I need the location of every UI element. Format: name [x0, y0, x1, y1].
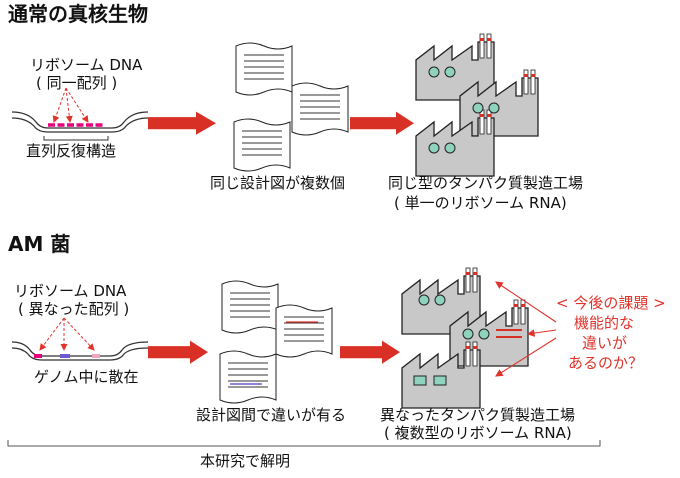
arrow-right-1: [148, 111, 216, 135]
rna-label-common: ( 単一のリボソーム RNA): [394, 194, 567, 212]
factory-label-am: 異なったタンパク質製造工場: [380, 406, 576, 424]
future-issue-heading: < 今後の課題 >: [556, 294, 666, 312]
question-line-1: 機能的な: [574, 314, 635, 332]
scattered-label: ゲノム中に散在: [34, 368, 139, 386]
different-sequence-label: ( 異なった配列 ): [18, 300, 130, 318]
factories-am: [401, 267, 529, 409]
question-line-2: 違いが: [582, 334, 628, 352]
blueprint-sheets-am: [219, 280, 333, 404]
study-bracket-label: 本研究で解明: [200, 452, 291, 470]
pointer-lines-am: [39, 317, 95, 351]
tandem-bracket: [43, 136, 109, 141]
identical-sequence-label: ( 同一配列 ): [36, 74, 118, 92]
blueprint-label-common: 同じ設計図が複数個: [210, 174, 346, 192]
arrow-right-3: [148, 340, 208, 364]
section-title-am: AM 菌: [8, 232, 71, 256]
ribosome-dna-label-am: リボソーム DNA: [14, 282, 127, 300]
blueprint-label-am: 設計図間で違いが有る: [196, 406, 347, 424]
blueprint-sheets-common: [233, 42, 349, 172]
question-arrows: [495, 281, 557, 377]
dna-strand-common: [11, 111, 149, 133]
arrow-right-4: [340, 340, 400, 364]
study-bracket: [7, 440, 601, 447]
question-line-3: あるのか？: [568, 354, 644, 372]
section-title-common: 通常の真核生物: [8, 2, 148, 26]
pointer-lines-common: [52, 87, 89, 123]
rna-label-am: ( 複数型のリボソーム RNA): [384, 424, 572, 442]
factories-common: [415, 33, 539, 177]
factory-label-common: 同じ型のタンパク質製造工場: [388, 174, 584, 192]
ribosome-dna-label-common: リボソーム DNA: [30, 56, 143, 74]
arrow-right-2: [350, 111, 414, 135]
dna-strand-am: [11, 341, 149, 361]
tandem-repeat-label: 直列反復構造: [26, 142, 117, 160]
